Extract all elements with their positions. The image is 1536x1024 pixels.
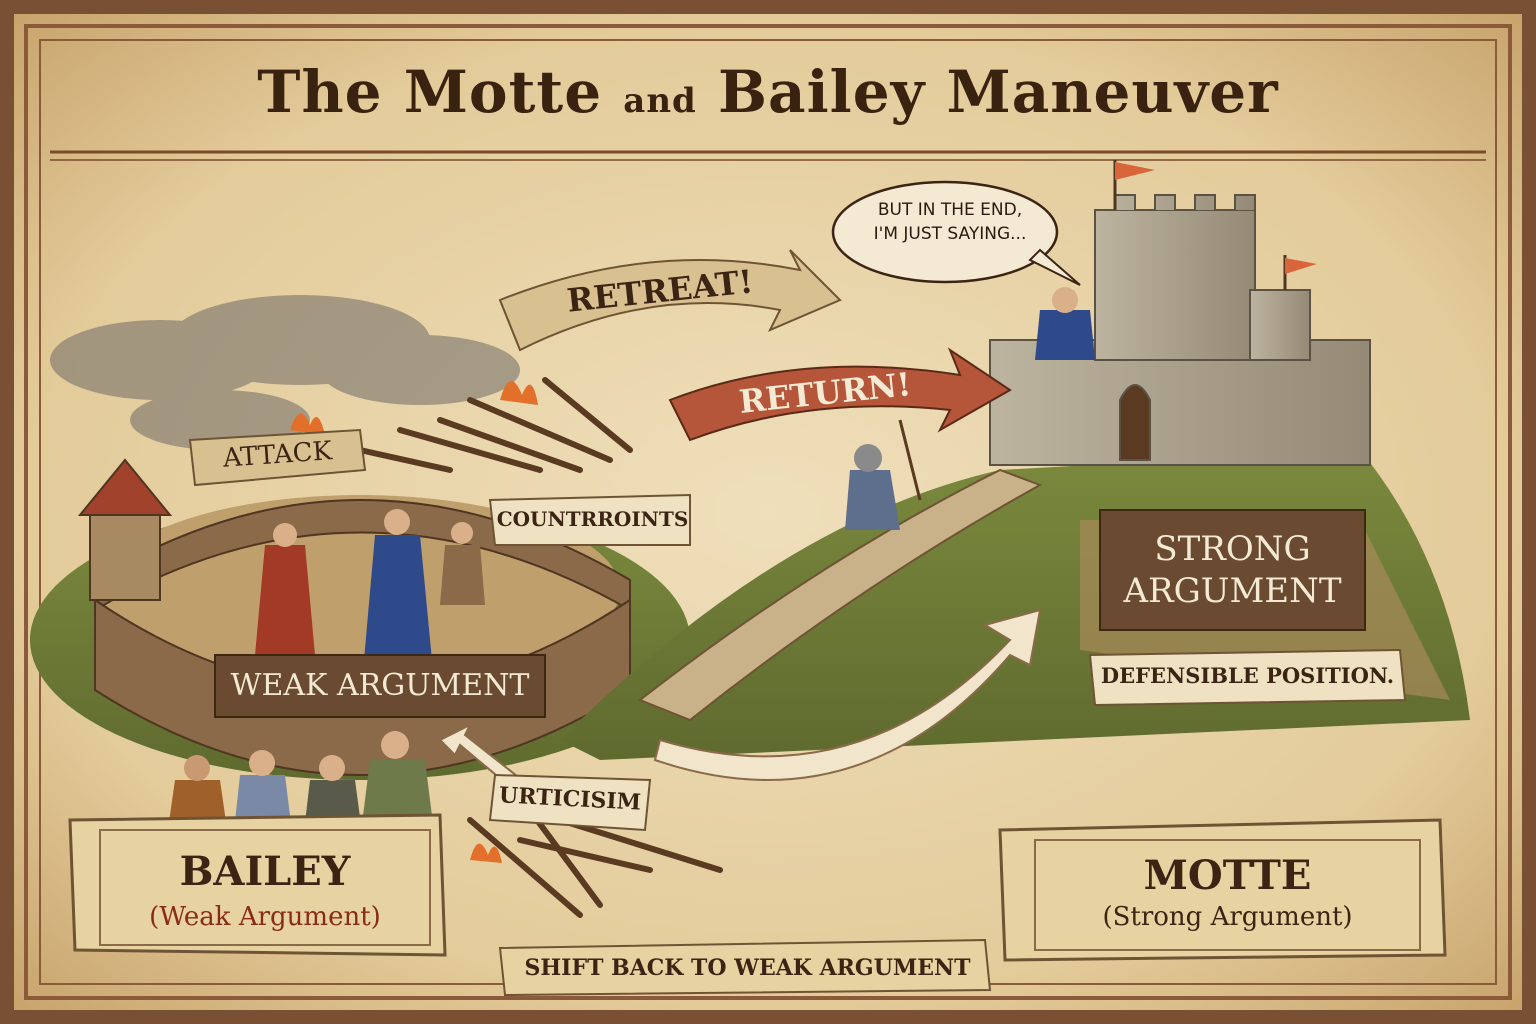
speech-line-1: But in the end, — [877, 200, 1023, 220]
shift-arrow — [653, 608, 1042, 781]
return-banner — [668, 347, 1012, 442]
retreat-banner — [498, 249, 842, 352]
speech-line-2: I'm just saying... — [873, 224, 1027, 244]
castle — [989, 194, 1371, 466]
strong-argument-label: Strong Argument — [1100, 528, 1365, 612]
shift-banner — [498, 938, 992, 997]
bailey-figures — [255, 509, 485, 660]
defensible-position-label: Defensible Position. — [1100, 663, 1395, 688]
motte-scroll — [998, 818, 1447, 962]
strong-argument-line-2: Argument — [1123, 571, 1342, 611]
title-part-motte: The Motte — [257, 58, 603, 126]
attack-banner — [188, 428, 367, 487]
motte-panel-subtitle: (Strong Argument) — [1102, 902, 1353, 932]
bailey-scroll — [68, 813, 447, 957]
strong-argument-line-1: Strong — [1154, 529, 1311, 569]
flags — [1113, 160, 1317, 290]
criticism-banner — [488, 773, 652, 832]
weak-argument-plaque — [214, 654, 546, 718]
staircase — [638, 468, 1043, 722]
bailey-panel-title: Bailey — [179, 848, 351, 895]
title-part-and: and — [623, 81, 697, 121]
defensible-banner — [1088, 648, 1407, 707]
smoke — [50, 295, 520, 450]
weak-argument-label: Weak Argument — [230, 668, 530, 703]
house — [77, 458, 173, 601]
speech-text: But in the end, I'm just saying... — [850, 198, 1050, 246]
bailey-panel-subtitle: (Weak Argument) — [149, 902, 381, 932]
speaker-figure — [1035, 287, 1095, 360]
shift-back-label: Shift back to weak argument — [524, 955, 971, 981]
fire — [290, 381, 538, 863]
page-title: The Motte and Bailey Maneuver — [0, 58, 1536, 126]
counterpoints-label: Countrroints — [496, 507, 689, 531]
knight-figure — [845, 419, 922, 530]
title-part-bailey: Bailey Maneuver — [718, 58, 1279, 126]
strong-argument-plaque — [1099, 509, 1366, 631]
speech-bubble — [831, 180, 1059, 284]
counterpoints-banner — [488, 493, 691, 546]
motte-panel-title: Motte — [1143, 852, 1312, 899]
